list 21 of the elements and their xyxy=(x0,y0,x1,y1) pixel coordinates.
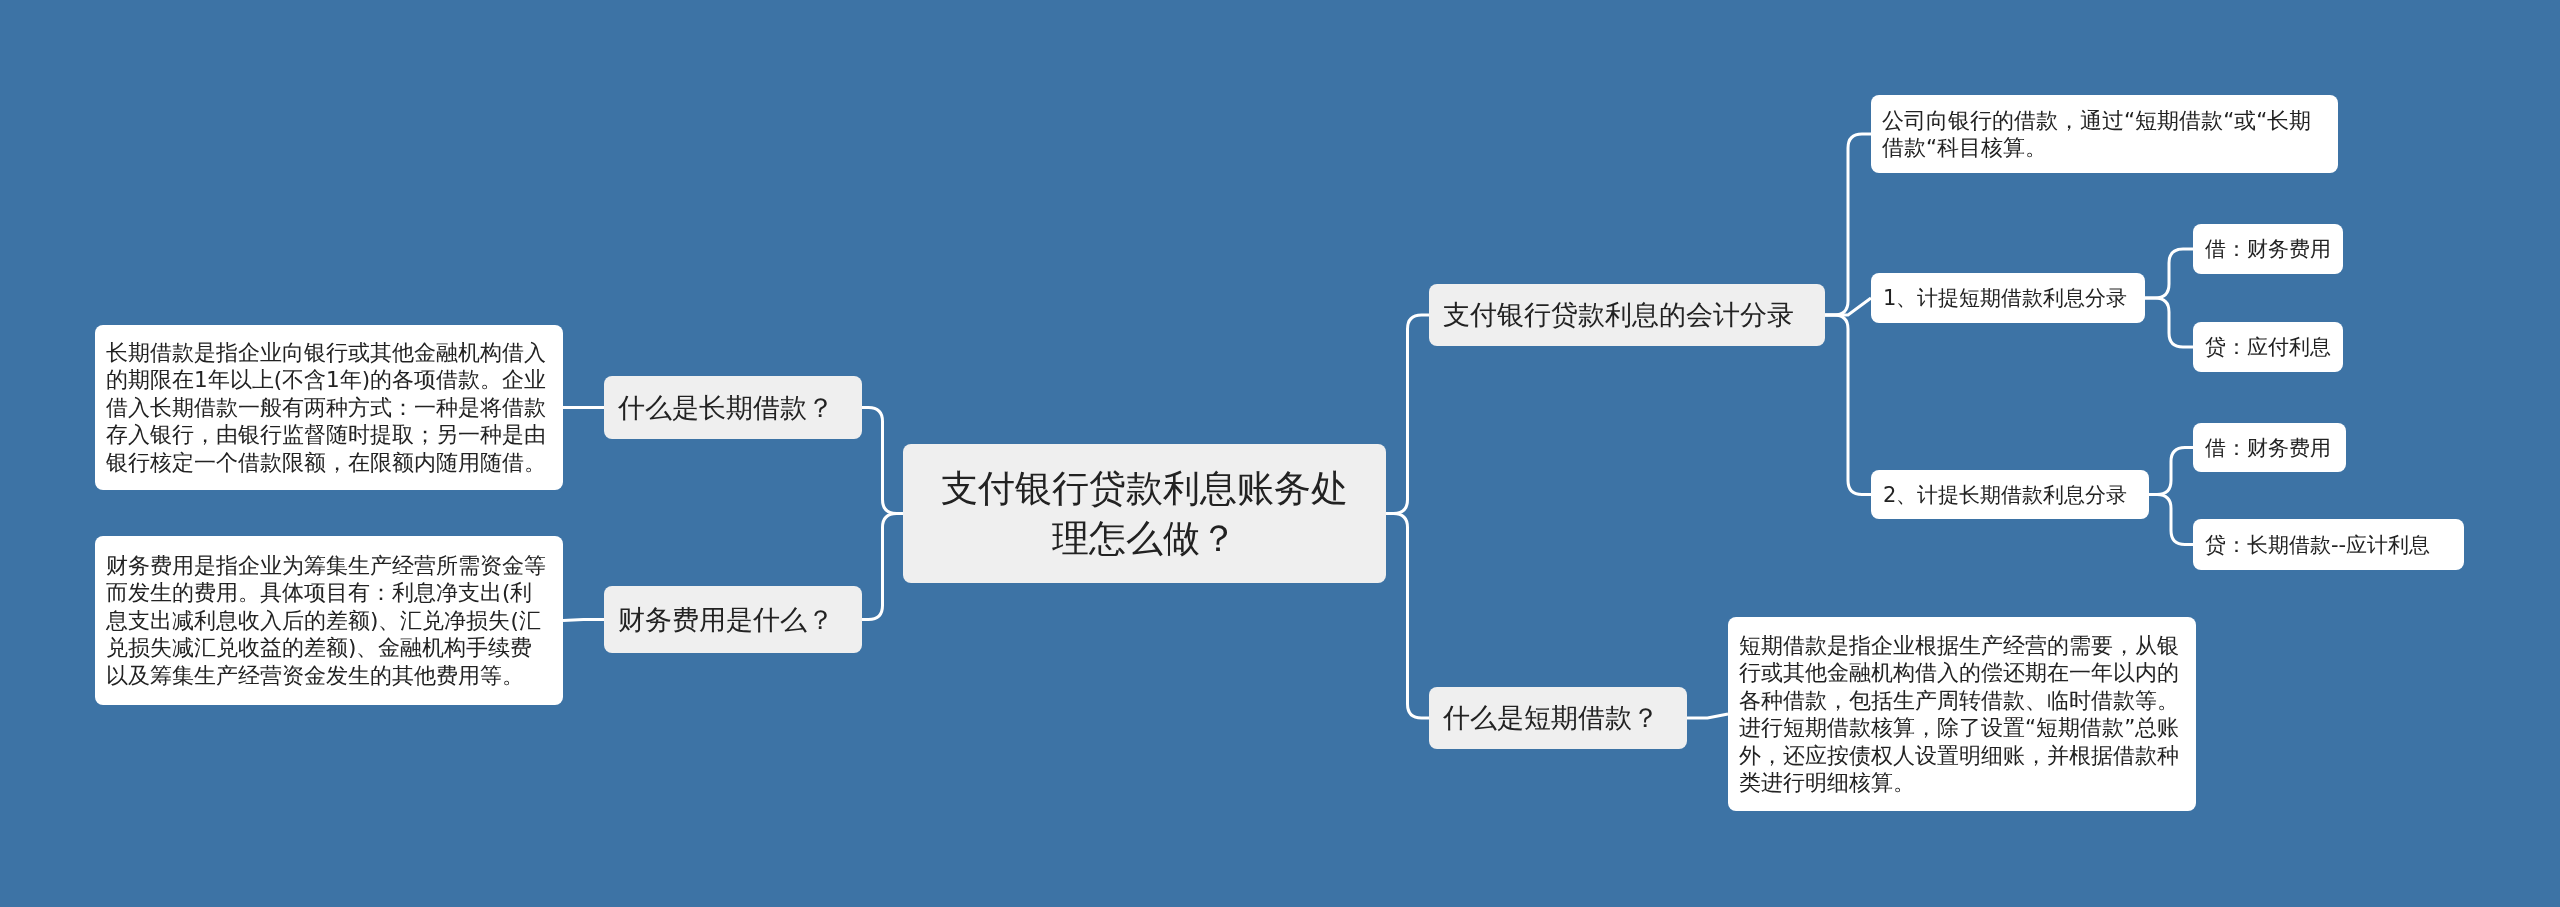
topic-box: 什么是短期借款？ xyxy=(1429,687,1687,749)
subtopic-box: 贷：长期借款--应计利息 xyxy=(2193,519,2464,570)
subtopic-box: 贷：应付利息 xyxy=(2193,322,2343,372)
subtopic-box: 2、计提长期借款利息分录 xyxy=(1871,470,2149,519)
note-box: 长期借款是指企业向银行或其他金融机构借入的期限在1年以上(不含1年)的各项借款。企业借入长期借款一般有两种方式：一种是将借款存入银行，由银行监督随时提取；另一种是由银行核定一个借款限额，在限额内随用随借。 xyxy=(95,325,563,490)
note-box: 财务费用是指企业为筹集生产经营所需资金等而发生的费用。具体项目有：利息净支出(利息支出减利息收入后的差额)、汇兑净损失(汇兑损失减汇兑收益的差额)、金融机构手续费以及筹集生产经营资金发生的其他费用等。 xyxy=(95,536,563,705)
subtopic-box: 1、计提短期借款利息分录 xyxy=(1871,273,2145,323)
central-topic-box: 支付银行贷款利息账务处理怎么做？ xyxy=(903,444,1386,583)
connector-line xyxy=(1386,512,1429,720)
connector-line xyxy=(563,406,604,409)
subtopic-box: 借：财务费用 xyxy=(2193,423,2346,472)
connector-line xyxy=(1687,712,1729,720)
note-box: 短期借款是指企业根据生产经营的需要，从银行或其他金融机构借入的偿还期在一年以内的各种借款，包括生产周转借款、临时借款等。进行短期借款核算，除了设置“短期借款”总账外，还应按债权人设置明细账，并根据借款种类进行明细核算。 xyxy=(1728,617,2196,811)
topic-box: 支付银行贷款利息的会计分录 xyxy=(1429,284,1825,346)
connector-line xyxy=(862,512,903,621)
connector-line xyxy=(1825,313,1871,496)
subtopic-box: 借：财务费用 xyxy=(2193,224,2343,274)
topic-box: 财务费用是什么？ xyxy=(604,586,862,653)
note-box: 公司向银行的借款，通过“短期借款“或“长期借款“科目核算。 xyxy=(1871,95,2338,173)
connector-line xyxy=(562,618,604,622)
topic-box: 什么是长期借款？ xyxy=(604,376,862,439)
